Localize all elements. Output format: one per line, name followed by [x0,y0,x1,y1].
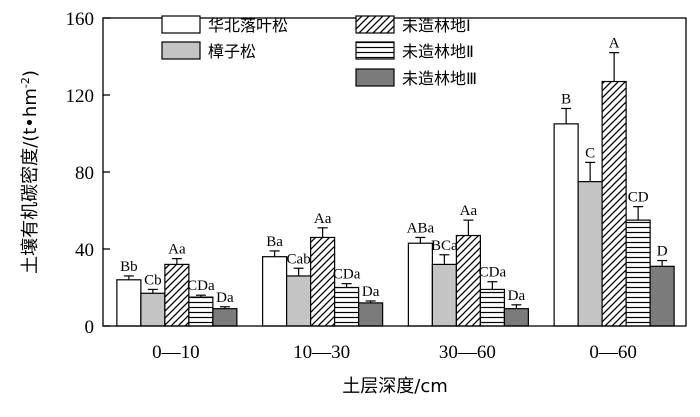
significance-label: D [657,244,668,260]
significance-label: Aa [168,242,186,258]
legend-label: 华北落叶松 [208,16,288,35]
significance-label: A [609,36,620,52]
significance-label: Cb [144,272,162,288]
bar-2-1 [140,292,166,327]
legend-swatch [161,41,201,60]
significance-label: Da [508,288,526,304]
significance-label: CDa [333,267,361,283]
bar-1-1 [116,279,142,327]
bar-1-4 [553,123,579,327]
bar-5-3 [503,308,529,327]
legend-swatch [355,41,395,60]
bar-3-1 [164,263,190,327]
bar-1-3 [407,242,433,327]
legend-label: 樟子松 [208,42,256,61]
significance-label: C [585,145,595,161]
x-tick-label: 30—60 [439,342,496,363]
legend-label: 未造林地Ⅰ [402,16,471,35]
bar-3-2 [310,236,336,327]
significance-label: Da [362,284,380,300]
y-tick-label: 0 [85,317,95,338]
bar-3-3 [455,234,481,327]
significance-label: CD [628,190,649,206]
significance-label: Cab [287,251,311,267]
x-tick-label: 0—60 [589,342,637,363]
significance-label: CDa [479,265,507,281]
y-axis-title-part: hm [20,88,41,117]
bar-4-4 [625,219,651,327]
significance-label: Bb [120,259,138,275]
y-tick-label: 160 [66,9,95,30]
x-tick-label: 0—10 [152,342,200,363]
significance-label: BCa [431,238,458,254]
x-axis-title: 土层深度/cm [342,376,448,397]
bar-3-4 [601,80,627,327]
bar-4-2 [334,286,360,327]
bar-1-2 [262,256,288,327]
x-tick-label: 10—30 [293,342,350,363]
legend-label: 未造林地Ⅲ [402,69,477,88]
significance-label: ABa [407,220,435,236]
bar-5-4 [649,265,675,327]
bar-5-1 [212,308,238,327]
bar-2-4 [577,181,603,327]
significance-label: B [561,91,571,107]
legend-swatch [355,15,395,34]
bar-2-3 [431,263,457,327]
bar-4-3 [479,288,505,327]
bar-5-2 [358,302,384,327]
legend-label: 未造林地Ⅱ [402,42,474,61]
y-axis-title-part: • [20,117,41,128]
y-axis-title-part: 土壤有机碳密度/(t [20,128,41,274]
y-axis-title-part: ) [20,70,41,77]
bar-2-2 [286,275,312,327]
significance-label: Ba [266,234,283,250]
bar-4-1 [188,296,214,327]
legend-swatch [355,68,395,87]
y-tick-label: 120 [66,86,95,107]
y-axis-title: 土壤有机碳密度/(t•hm-2) [19,70,41,274]
significance-label: CDa [187,278,215,294]
significance-label: Aa [314,211,332,227]
significance-label: Da [216,290,234,306]
significance-label: Aa [460,203,478,219]
y-tick-label: 80 [75,163,94,184]
legend-swatch [161,15,201,34]
y-axis-title-part: -2 [19,77,32,88]
y-tick-label: 40 [75,240,94,261]
